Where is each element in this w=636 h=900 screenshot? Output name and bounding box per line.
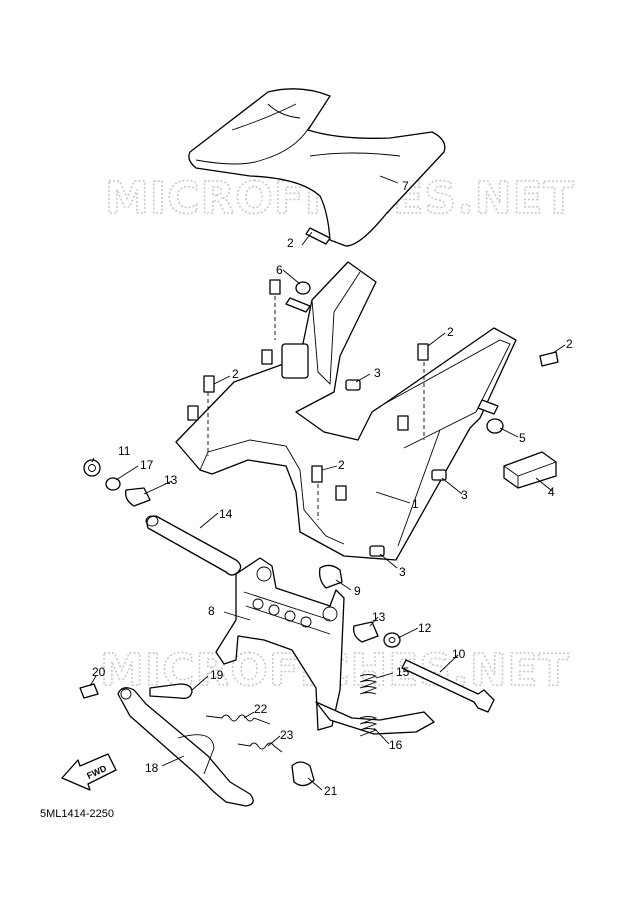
callout-2-far-right[interactable]: 2: [566, 337, 573, 351]
callout-17[interactable]: 17: [140, 458, 154, 472]
callout-4[interactable]: 4: [548, 485, 555, 499]
callout-5[interactable]: 5: [519, 431, 526, 445]
callout-3-bottom[interactable]: 3: [399, 565, 406, 579]
callout-2-left[interactable]: 2: [232, 367, 239, 381]
part-4-block[interactable]: [503, 451, 557, 489]
diagram-code: 5ML1414-2250: [40, 808, 114, 820]
callout-11[interactable]: 11: [118, 444, 131, 458]
part-18-side-stand[interactable]: [117, 687, 254, 807]
callout-2-right[interactable]: 2: [447, 325, 454, 339]
callout-3-mid[interactable]: 3: [461, 488, 468, 502]
callout-13-left[interactable]: 13: [164, 473, 178, 487]
callout-16[interactable]: 16: [389, 738, 403, 752]
callout-8[interactable]: 8: [208, 604, 215, 618]
callout-22[interactable]: 22: [254, 702, 268, 716]
callout-14[interactable]: 14: [219, 507, 233, 521]
callout-20[interactable]: 20: [92, 665, 106, 679]
callout-2-bottom[interactable]: 2: [338, 458, 345, 472]
leader-lines: [89, 175, 566, 791]
callout-labels: 7 2 6 2 2 2 3 5 2 11 17 13 3 4 1 14 3 9 …: [92, 179, 573, 798]
callout-19[interactable]: 19: [210, 668, 224, 682]
callout-6[interactable]: 6: [276, 263, 283, 277]
forward-arrow-icon: FWD: [61, 753, 117, 791]
callout-21[interactable]: 21: [324, 784, 338, 798]
callout-3-top[interactable]: 3: [374, 366, 381, 380]
callout-9[interactable]: 9: [354, 584, 361, 598]
part-8-center-stand[interactable]: [215, 557, 435, 735]
part-7-cover[interactable]: [188, 88, 446, 247]
part-1-bracket[interactable]: [175, 261, 517, 561]
callout-10[interactable]: 10: [452, 647, 466, 661]
part-10-bolt[interactable]: [401, 659, 495, 713]
part-14-rod[interactable]: [145, 515, 242, 576]
callout-23[interactable]: 23: [280, 728, 294, 742]
callout-12[interactable]: 12: [418, 621, 432, 635]
callout-18[interactable]: 18: [145, 761, 159, 775]
callout-7[interactable]: 7: [402, 179, 409, 193]
callout-2-top[interactable]: 2: [287, 236, 294, 250]
callout-1[interactable]: 1: [412, 497, 419, 511]
callout-13-right[interactable]: 13: [372, 610, 386, 624]
callout-15[interactable]: 15: [396, 665, 410, 679]
